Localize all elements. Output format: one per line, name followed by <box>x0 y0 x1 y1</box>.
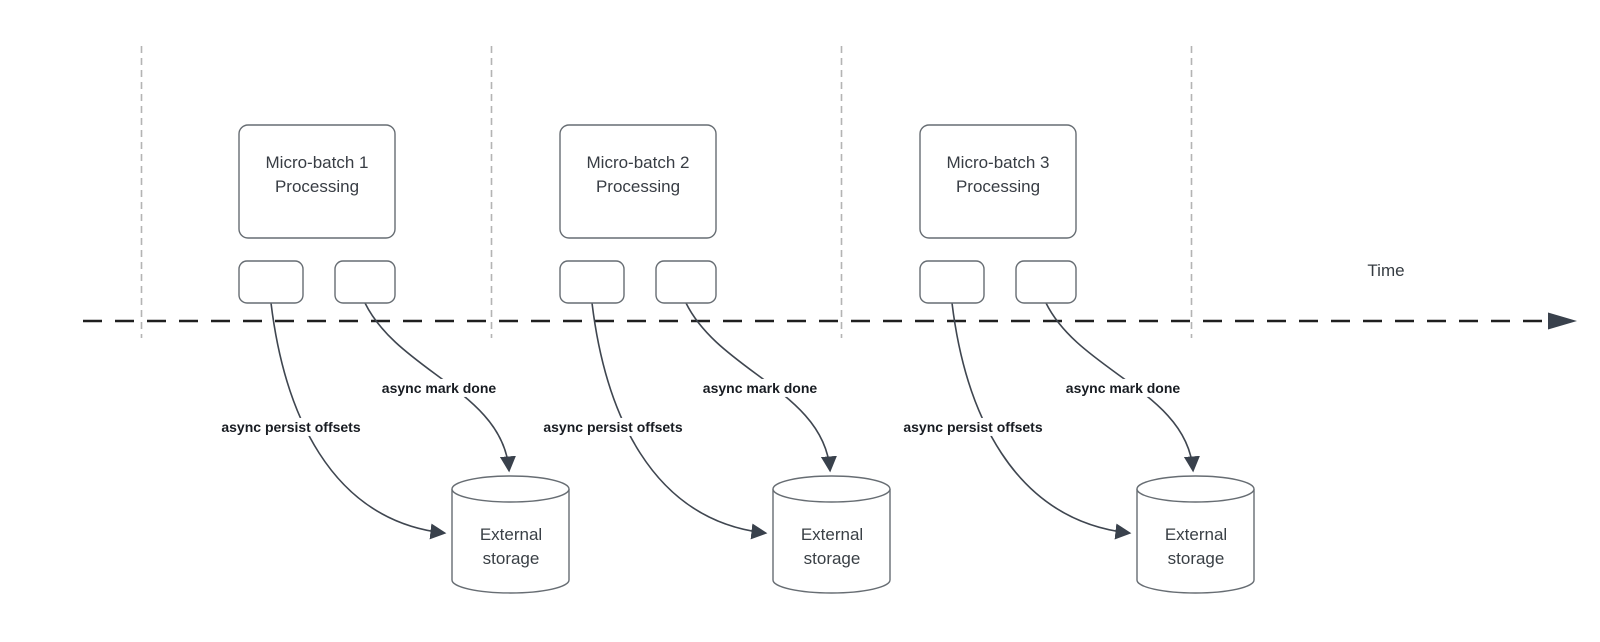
external-storage-cylinder-1-top <box>451 475 570 503</box>
task-box-1-right <box>334 260 396 304</box>
task-box-3-right <box>1015 260 1077 304</box>
persist-offsets-arrow-1 <box>270 302 447 540</box>
persist-offsets-arrow-3 <box>951 302 1132 540</box>
micro-batch-3-box <box>919 124 1077 239</box>
task-box-1-left <box>238 260 304 304</box>
task-box-2-right <box>655 260 717 304</box>
external-storage-cylinder-3 <box>1136 489 1255 594</box>
task-box-3-left <box>919 260 985 304</box>
mark-done-arrow-1 <box>364 302 516 473</box>
external-storage-cylinder-2-top <box>772 475 891 503</box>
mark-done-arrow-3 <box>1045 302 1200 473</box>
external-storage-cylinder-2 <box>772 489 891 594</box>
external-storage-cylinder-1 <box>451 489 570 594</box>
external-storage-cylinder-3-top <box>1136 475 1255 503</box>
micro-batch-1-box <box>238 124 396 239</box>
micro-batch-2-box <box>559 124 717 239</box>
time-axis-arrowhead <box>1548 312 1577 330</box>
task-box-2-left <box>559 260 625 304</box>
mark-done-arrow-2 <box>685 302 837 473</box>
persist-offsets-arrow-2 <box>591 302 768 540</box>
